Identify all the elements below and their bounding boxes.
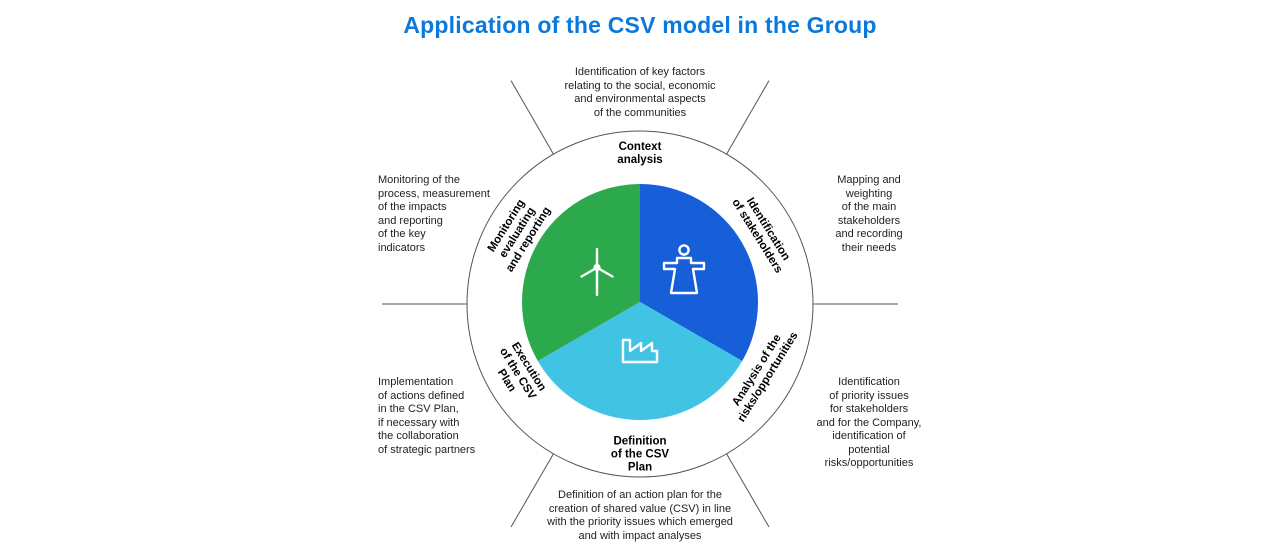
annotation-line: Implementation (378, 376, 454, 388)
annotation-risks-opportunities: Identification of priority issues for st… (817, 376, 922, 471)
annotation-line: for stakeholders (829, 403, 909, 415)
annotation-line: identification of (832, 430, 906, 442)
annotation-line: with the priority issues which emerged (547, 516, 733, 528)
annotation-line: of actions defined (378, 389, 465, 402)
wind-turbine-icon (580, 247, 614, 297)
annotation-line: and environmental aspects (574, 93, 706, 105)
annotation-line: Definition of an action plan for the (558, 489, 722, 501)
annotation-line: indicators (378, 241, 426, 254)
annotation-csv-plan-definition: Definition of an action plan for the cre… (547, 489, 733, 543)
divider-line-bottom-left (510, 453, 554, 528)
annotation-line: their needs (841, 241, 897, 254)
annotation-execution: Implementation of actions defined in the… (378, 376, 475, 457)
divider-line-bottom-right (726, 453, 770, 528)
annotation-line: of the key (378, 228, 426, 240)
annotation-stakeholders: Mapping and weighting of the main stakeh… (835, 174, 902, 255)
annotation-line: risks/opportunities (824, 457, 914, 469)
factory-icon (621, 338, 659, 364)
stage-label-line: Plan (627, 461, 653, 474)
annotation-line: and recording (835, 228, 903, 240)
annotation-context-analysis: Identification of key factors relating t… (564, 66, 715, 120)
stage-label-context-analysis: Context analysis (617, 141, 662, 167)
stage-label-line: of the CSV (610, 448, 670, 461)
annotation-line: stakeholders (837, 214, 901, 227)
annotation-line: Mapping and (837, 174, 901, 186)
annotation-line: of the main (841, 201, 897, 213)
page-title: Application of the CSV model in the Grou… (403, 12, 877, 38)
annotation-line: and reporting (378, 214, 443, 227)
annotation-line: the collaboration (378, 430, 459, 442)
pie-segment-stakeholders (640, 184, 759, 361)
stage-label-definition-of-csv-plan: Definition of the CSV Plan (611, 436, 669, 475)
annotation-line: of strategic partners (378, 443, 476, 456)
divider-line-top-left (510, 80, 554, 155)
annotation-line: relating to the social, economic (564, 79, 716, 92)
annotation-monitoring: Monitoring of the process, measurement o… (378, 174, 490, 255)
annotation-line: Identification (838, 376, 900, 388)
divider-lines (382, 80, 898, 528)
stage-label-line: analysis (617, 154, 663, 166)
annotation-line: and with impact analyses (578, 529, 702, 542)
stage-label-line: Definition (613, 435, 667, 448)
annotation-line: weighting (845, 187, 893, 200)
divider-line-top-right (726, 80, 770, 155)
annotation-line: in the CSV Plan, (378, 403, 459, 415)
stage-label-line: Context (618, 141, 662, 153)
annotation-line: of the communities (593, 106, 687, 119)
pie-segment-monitoring (521, 184, 640, 361)
annotation-line: potential (848, 443, 890, 456)
annotation-line: process, measurement (378, 187, 490, 200)
annotation-line: of the impacts (378, 201, 447, 213)
annotation-line: Monitoring of the (378, 174, 460, 186)
annotation-line: and for the Company, (816, 416, 922, 429)
annotation-line: if necessary with (378, 416, 460, 429)
person-icon (662, 244, 706, 295)
annotation-line: Identification of key factors (574, 66, 706, 78)
csv-pie (521, 184, 759, 421)
annotation-line: of priority issues (829, 389, 909, 402)
annotation-line: creation of shared value (CSV) in line (548, 502, 732, 515)
